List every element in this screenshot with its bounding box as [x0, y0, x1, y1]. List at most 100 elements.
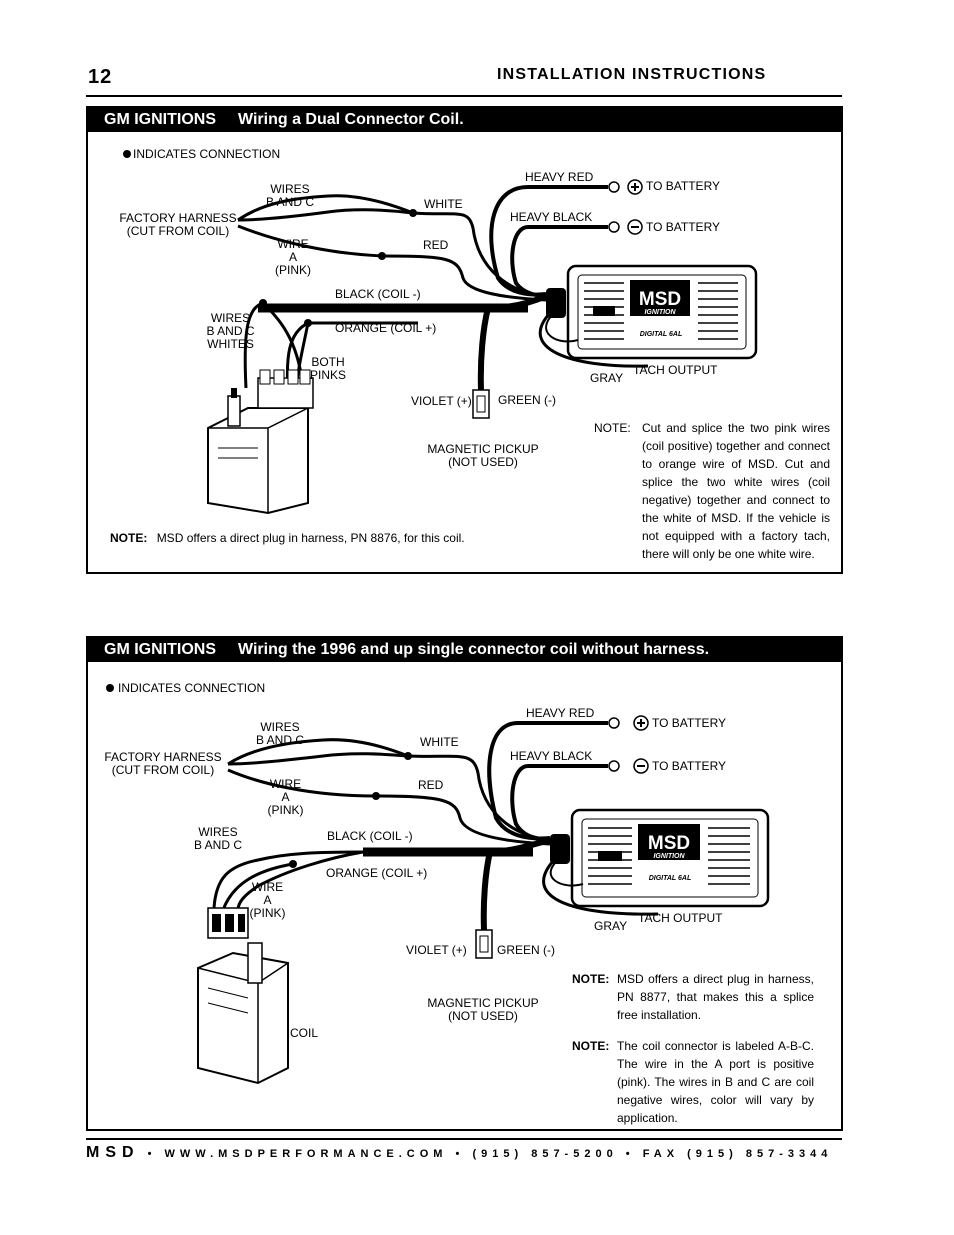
diagram-2-title-bar: GM IGNITIONS Wiring the 1996 and up singl…: [88, 638, 841, 662]
label-line: A: [288, 250, 297, 264]
diagram-2-white-label: WHITE: [420, 735, 459, 749]
label-line: MAGNETIC PICKUP: [427, 442, 539, 456]
label-line: MAGNETIC PICKUP: [427, 996, 539, 1010]
diagram-2-wire-a: WIRE A (PINK): [258, 778, 313, 817]
label-line: WIRE: [277, 237, 309, 251]
label-line: WIRES: [210, 311, 251, 325]
diagram-2-to-battery-pos: TO BATTERY: [652, 716, 727, 730]
diagram-1-note-left-text: MSD offers a direct plug in harness, PN …: [156, 531, 465, 545]
diagram-1-msd-logo: MSD: [639, 289, 681, 310]
diagram-1-wiring: MSD IGNITION DIGITAL 6AL: [123, 150, 758, 515]
diagram-1-note-left-label: NOTE:: [110, 531, 148, 545]
label-line: (CUT FROM COIL): [111, 763, 215, 777]
diagram-1-note-right-text: Cut and splice the two pink wires (coil …: [642, 421, 830, 561]
diagram-2-green-label: GREEN (-): [497, 943, 555, 957]
diagram-2-wire-a-low: WIRE A (PINK): [240, 881, 295, 920]
label-line: (PINK): [275, 263, 311, 277]
diagram-2-black-coil-label: BLACK (COIL -): [327, 829, 413, 843]
diagram-1-coil: [207, 369, 314, 515]
diagram-1-wire-a: WIRE A (PINK): [268, 238, 318, 277]
diagram-1-wires-bc-whites: WIRES B AND C WHITES: [193, 312, 268, 351]
diagram-2-wires-bc-top: WIRES B AND C: [240, 721, 320, 747]
label-line: (NOT USED): [448, 1009, 518, 1023]
diagram-1-heavy-red-label: HEAVY RED: [525, 170, 594, 184]
diagram-2-wires-bc-left: WIRES B AND C: [183, 826, 253, 852]
label-line: (NOT USED): [448, 455, 518, 469]
label-line: B AND C: [255, 733, 304, 747]
note-label: NOTE:: [572, 1039, 610, 1053]
diagram-1-gray-label: GRAY: [590, 371, 624, 385]
footer-brand: MSD: [86, 1144, 140, 1161]
diagram-2-red-label: RED: [418, 778, 444, 792]
diagram-2-gray-label: GRAY: [594, 919, 628, 933]
diagram-2-coil: [197, 907, 289, 1085]
diagram-2-wiring: MSD IGNITION DIGITAL 6AL: [106, 684, 770, 1085]
footer-rule: [86, 1138, 842, 1140]
footer-sep: •: [625, 1148, 635, 1160]
label-line: FACTORY HARNESS: [119, 211, 237, 225]
diagram-2-note2-label: NOTE:: [572, 1037, 612, 1055]
diagram-2-msd-model: DIGITAL 6AL: [649, 875, 692, 882]
label-line: FACTORY HARNESS: [104, 750, 222, 764]
diagram-1-magnetic-pickup: MAGNETIC PICKUP (NOT USED): [413, 443, 553, 469]
diagram-2-msd-logo: MSD: [648, 833, 690, 854]
diagram-2-panel: GM IGNITIONS Wiring the 1996 and up singl…: [86, 636, 843, 1131]
diagram-1-legend: INDICATES CONNECTION: [133, 147, 281, 161]
label-line: A: [263, 893, 272, 907]
label-line: WHITES: [207, 337, 254, 351]
diagram-2-title-text: Wiring the 1996 and up single connector …: [238, 641, 710, 658]
page-header-title: INSTALLATION INSTRUCTIONS: [497, 66, 767, 83]
diagram-2-coil-label: COIL: [290, 1026, 319, 1040]
label-line: WIRE: [251, 880, 284, 894]
diagram-1-green-label: GREEN (-): [498, 393, 556, 407]
label-line: B AND C: [193, 838, 242, 852]
diagram-1-black-coil-label: BLACK (COIL -): [335, 287, 421, 301]
footer: MSD • WWW.MSDPERFORMANCE.COM • (915) 857…: [86, 1144, 832, 1162]
diagram-2-magnetic-pickup: MAGNETIC PICKUP (NOT USED): [413, 997, 553, 1023]
footer-sep: •: [147, 1148, 157, 1160]
footer-sep: •: [455, 1148, 465, 1160]
label-line: B AND C: [265, 195, 314, 209]
diagram-1-wires-bc-top: WIRES B AND C: [250, 183, 330, 209]
label-line: WIRES: [270, 182, 310, 196]
diagram-2-note1-text: MSD offers a direct plug in harness, PN …: [617, 972, 814, 1022]
label-line: (CUT FROM COIL): [126, 224, 230, 238]
diagram-1-factory-harness: FACTORY HARNESS (CUT FROM COIL): [113, 212, 243, 238]
label-line: WIRES: [198, 825, 238, 839]
diagram-1-note-right-label: NOTE:: [594, 421, 631, 435]
footer-fax: FAX (915) 857-3344: [642, 1148, 833, 1160]
diagram-1-to-battery-pos: TO BATTERY: [646, 179, 721, 193]
page-number: 12: [88, 66, 113, 88]
diagram-2-note1-label: NOTE:: [572, 970, 612, 988]
diagram-2-factory-harness: FACTORY HARNESS (CUT FROM COIL): [93, 751, 233, 777]
diagram-1-white-label: WHITE: [424, 197, 463, 211]
footer-phone: (915) 857-5200: [472, 1148, 618, 1160]
label-line: (PINK): [267, 803, 304, 817]
diagram-1-orange-coil-label: ORANGE (COIL +): [335, 321, 437, 335]
header-rule: [86, 95, 842, 97]
label-line: (PINK): [249, 906, 286, 920]
label-line: WIRES: [260, 720, 300, 734]
diagram-1-heavy-black-label: HEAVY BLACK: [510, 210, 593, 224]
diagram-2-heavy-black-label: HEAVY BLACK: [510, 749, 593, 763]
diagram-1-title-text: Wiring a Dual Connector Coil.: [238, 111, 464, 128]
diagram-1-msd-ignition: IGNITION: [644, 309, 676, 316]
label-line: PINKS: [309, 368, 346, 382]
diagram-1-violet-label: VIOLET (+): [411, 394, 472, 408]
diagram-2-title-prefix: GM IGNITIONS: [104, 641, 216, 658]
diagram-2-to-battery-neg: TO BATTERY: [652, 759, 727, 773]
diagram-2-note2-text: The coil connector is labeled A-B-C. The…: [617, 1039, 814, 1125]
diagram-1-note-left: NOTE: MSD offers a direct plug in harnes…: [110, 528, 490, 548]
diagram-1-msd-model: DIGITAL 6AL: [640, 331, 683, 338]
diagram-2-legend: INDICATES CONNECTION: [118, 681, 266, 695]
diagram-2-msd-ignition: IGNITION: [653, 853, 685, 860]
note-label: NOTE:: [572, 972, 610, 986]
label-line: BOTH: [311, 355, 345, 369]
label-line: B AND C: [206, 324, 255, 338]
diagram-2-violet-label: VIOLET (+): [406, 943, 467, 957]
label-line: A: [281, 790, 290, 804]
diagram-1-both-pinks: BOTH PINKS: [298, 356, 358, 382]
diagram-2-orange-coil-label: ORANGE (COIL +): [326, 866, 428, 880]
